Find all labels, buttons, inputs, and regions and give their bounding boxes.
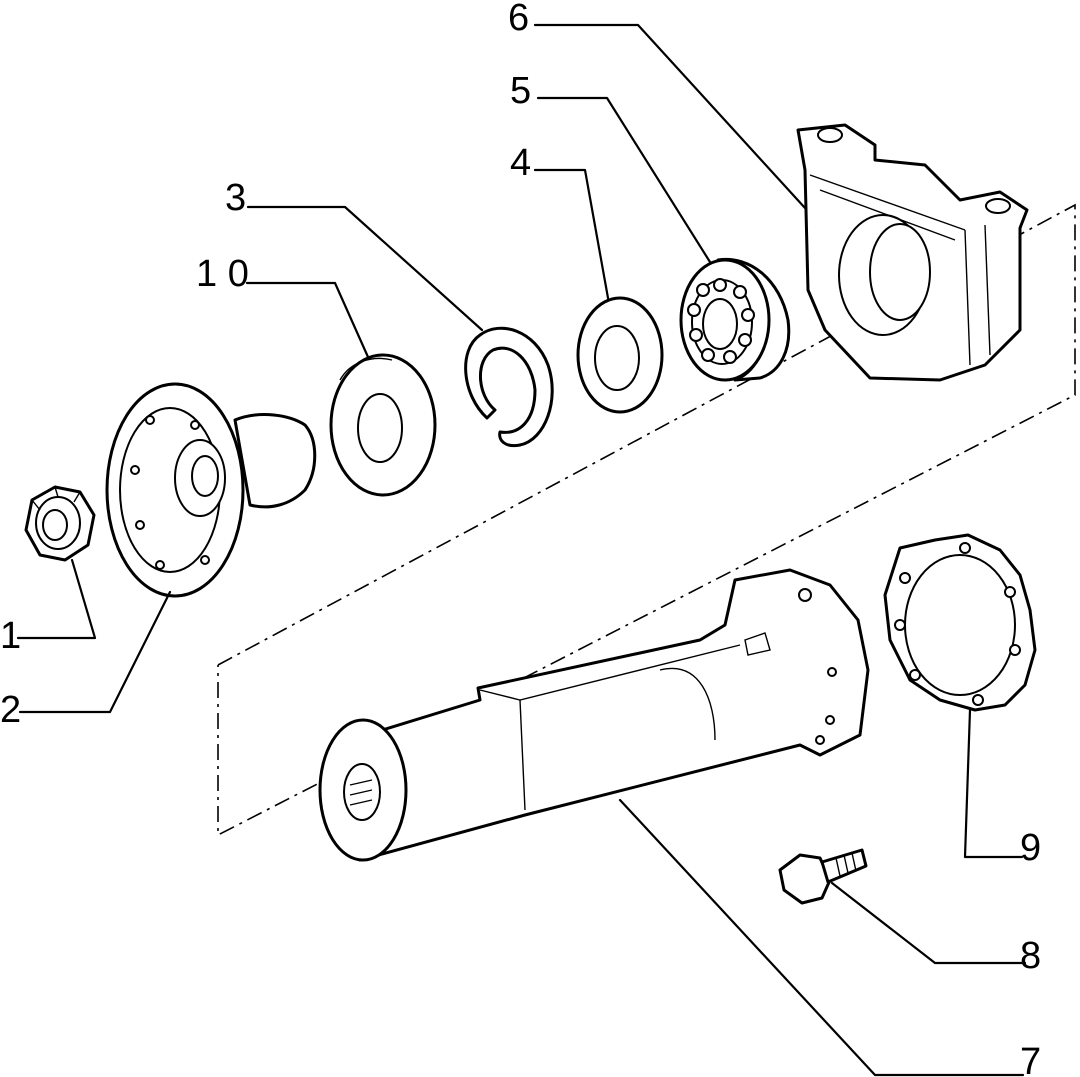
callout-4: 4 <box>510 142 531 184</box>
leader-lines <box>16 23 1027 1077</box>
snap-ring-part[interactable] <box>464 326 554 448</box>
tube-part[interactable] <box>318 568 870 862</box>
callout-9: 9 <box>1020 827 1041 869</box>
callout-labels: 1 2 3 4 5 6 7 8 9 1 0 <box>0 0 1041 1077</box>
callout-3: 3 <box>225 177 246 219</box>
callout-7: 7 <box>1020 1041 1041 1077</box>
callout-10: 1 0 <box>196 253 249 295</box>
bearing-support-part[interactable] <box>796 123 1029 382</box>
bolt-part[interactable] <box>778 848 868 905</box>
callout-2: 2 <box>0 689 21 731</box>
assembly-boundary <box>217 203 1076 837</box>
bearing-part[interactable] <box>679 257 791 382</box>
callout-5: 5 <box>510 70 531 112</box>
callout-8: 8 <box>1020 935 1041 977</box>
gasket-part[interactable] <box>883 533 1037 712</box>
bearing-balls <box>687 278 755 364</box>
flange-part[interactable] <box>105 382 317 598</box>
nut-part[interactable] <box>24 485 96 562</box>
callout-1: 1 <box>0 615 21 657</box>
washer-part[interactable] <box>576 296 664 414</box>
dust-shield-part[interactable] <box>329 353 437 497</box>
callout-6: 6 <box>508 0 529 39</box>
